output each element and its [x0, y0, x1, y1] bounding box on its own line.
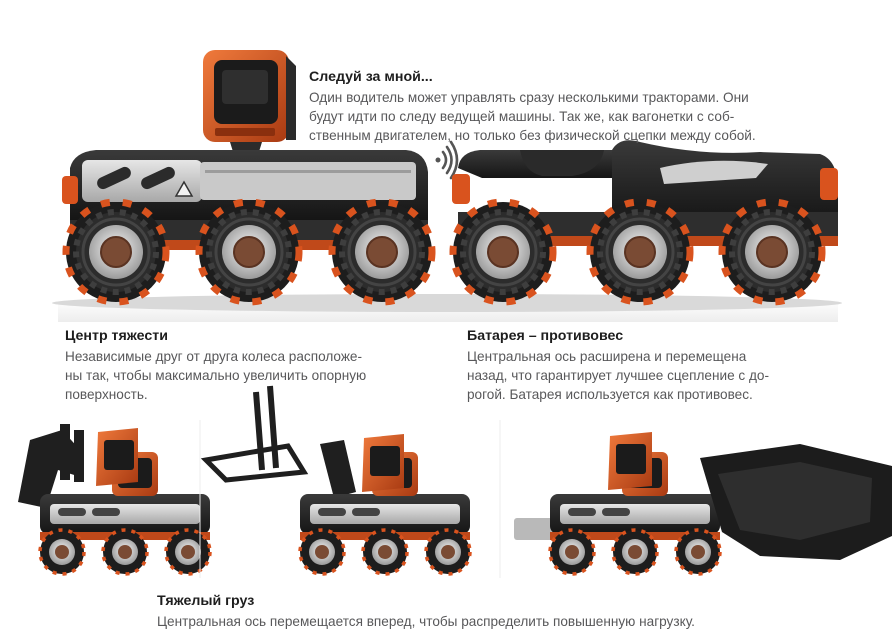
caption-line: ственным двигателем, но только без физич…: [309, 128, 756, 143]
follower-tractor: [452, 140, 838, 302]
lead-tractor: [62, 50, 432, 302]
caption-line: Центральная ось перемещается вперед, что…: [157, 614, 695, 629]
wireless-signal-icon: [435, 140, 459, 180]
caption-line: Один водитель может управлять сразу неск…: [309, 90, 749, 105]
caption-battery-counterweight: Батарея – противовес Центральная ось рас…: [467, 327, 769, 404]
caption-line: Независимые друг от друга колеса располо…: [65, 349, 362, 364]
tractor-forklift: [200, 385, 470, 574]
caption-center-of-gravity: Центр тяжести Независимые друг от друга …: [65, 327, 366, 404]
caption-title: Следуй за мной...: [309, 69, 433, 85]
tractor-loader: [18, 424, 210, 574]
caption-line: ны так, чтобы максимально увеличить опор…: [65, 368, 367, 383]
vent-slots: [97, 166, 175, 190]
caption-heavy-load: Тяжелый груз Центральная ось перемещаетс…: [157, 592, 695, 631]
caption-title: Батарея – противовес: [467, 328, 624, 344]
tractor-bucket: [514, 432, 892, 574]
caption-follow-me: Следуй за мной... Один водитель может уп…: [309, 68, 756, 145]
caption-line: поверхность.: [65, 387, 148, 402]
warning-icon: [174, 180, 194, 197]
ground-shadow: [52, 294, 842, 312]
caption-line: назад, что гарантирует лучшее сцепление …: [467, 368, 770, 383]
caption-line: Центральная ось расширена и перемещена: [467, 349, 747, 364]
caption-title: Тяжелый груз: [157, 593, 255, 609]
caption-line: рогой. Батарея используется как противов…: [467, 387, 753, 402]
caption-title: Центр тяжести: [65, 328, 168, 344]
caption-line: будут идти по следу ведущей машины. Так …: [309, 109, 735, 124]
